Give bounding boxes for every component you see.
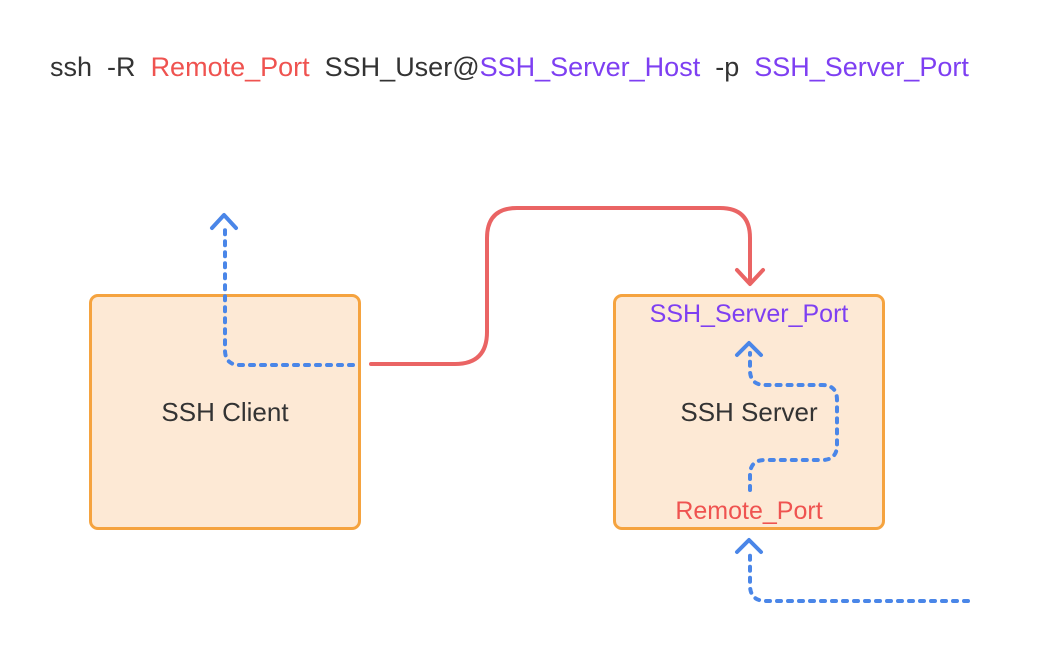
cmd-user-at: SSH_User@ bbox=[324, 52, 480, 82]
client-forward-arrowhead bbox=[210, 213, 238, 230]
cmd-ssh: ssh bbox=[50, 52, 93, 82]
cmd-server-port: SSH_Server_Port bbox=[754, 52, 969, 82]
cmd-remote-port: Remote_Port bbox=[150, 52, 310, 82]
cmd-flag-p: -p bbox=[715, 52, 740, 82]
server-bottom-port-label: Remote_Port bbox=[675, 497, 823, 525]
cmd-server-host: SSH_Server_Host bbox=[479, 52, 701, 82]
ssh-server-label: SSH Server bbox=[680, 397, 818, 427]
cmd-flag-r: -R bbox=[107, 52, 136, 82]
ssh-client-box bbox=[89, 294, 361, 530]
ssh-tunnel-arrowhead bbox=[735, 268, 765, 286]
ssh-client-label: SSH Client bbox=[161, 397, 289, 427]
ssh-tunnel-arrow bbox=[369, 206, 752, 366]
ssh-command: ssh -R Remote_Port SSH_User@SSH_Server_H… bbox=[50, 52, 969, 83]
client-forward-arrow bbox=[223, 223, 355, 367]
server-top-port-label: SSH_Server_Port bbox=[649, 300, 849, 328]
incoming-traffic-arrow bbox=[748, 550, 970, 603]
incoming-traffic-arrowhead bbox=[735, 538, 763, 554]
server-internal-arrow bbox=[748, 351, 839, 492]
server-internal-arrowhead bbox=[735, 341, 763, 357]
